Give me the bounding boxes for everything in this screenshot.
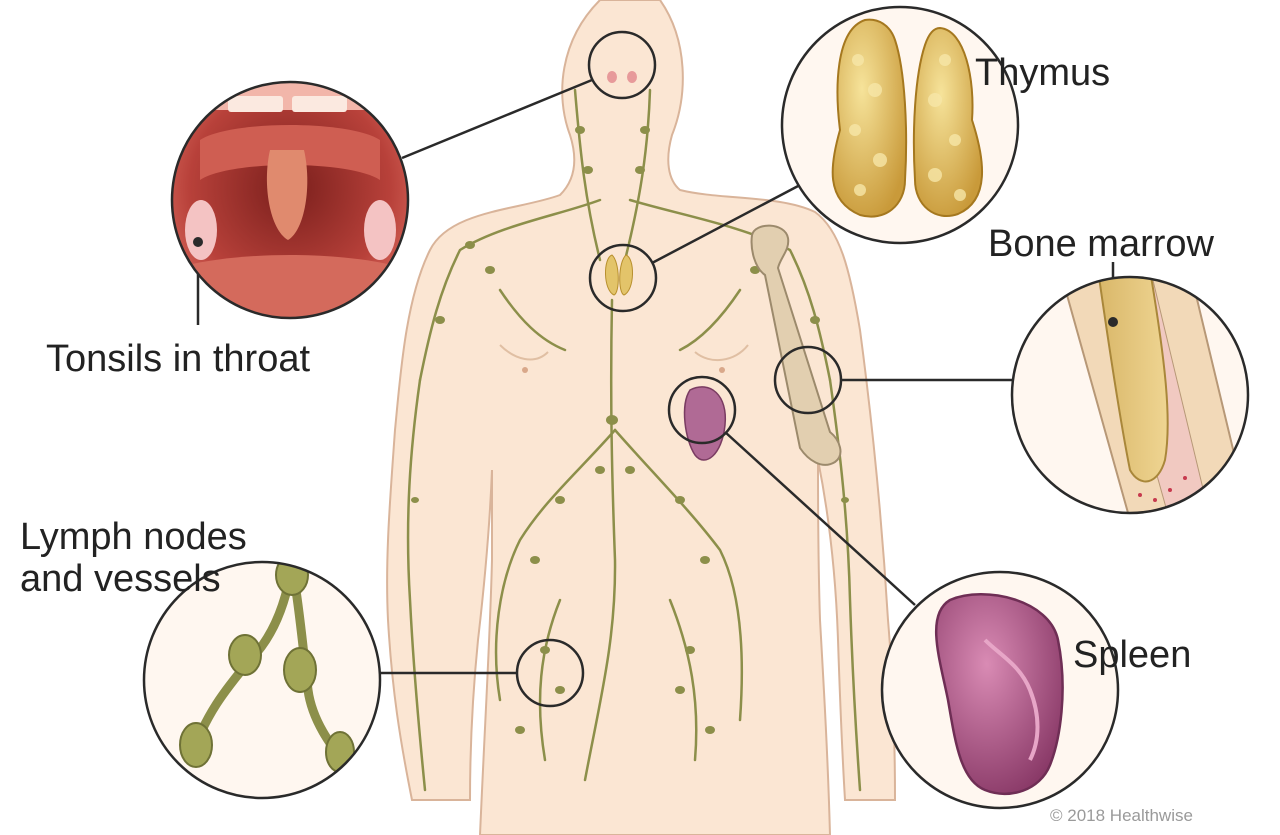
bone-marrow-callout xyxy=(1010,275,1250,515)
spleen-label: Spleen xyxy=(1073,634,1192,676)
lymph-nodes-callout xyxy=(142,560,382,800)
thymus-small xyxy=(605,254,633,296)
spleen-callout xyxy=(880,570,1120,810)
lymph-nodes-label-line1: Lymph nodes xyxy=(20,516,247,558)
thymus-callout xyxy=(780,5,1020,245)
callout-lines xyxy=(196,78,1115,675)
bone-marrow-label: Bone marrow xyxy=(988,223,1214,265)
target-circles xyxy=(515,30,843,708)
lymph-nodes-label: Lymph nodes and vessels xyxy=(20,516,340,600)
humerus-bone xyxy=(750,224,842,466)
body-figure xyxy=(386,0,897,835)
copyright-credit: © 2018 Healthwise xyxy=(1050,806,1193,825)
tonsils-callout xyxy=(170,80,410,320)
lymph-vessels xyxy=(406,88,862,792)
lymph-nodes xyxy=(411,126,849,734)
tonsils-small xyxy=(607,71,637,83)
tonsils-label: Tonsils in throat xyxy=(46,338,311,380)
thymus-label: Thymus xyxy=(975,52,1111,94)
lymph-nodes-label-line2: and vessels xyxy=(20,558,221,600)
